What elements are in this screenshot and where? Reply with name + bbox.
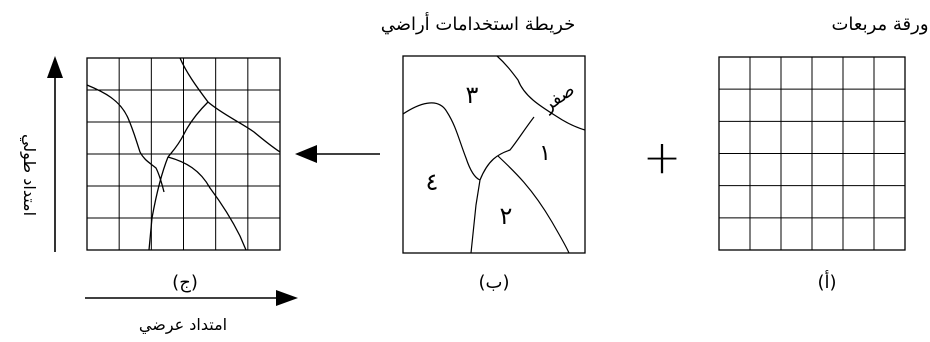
land-use-map: ٣ صفر ١ ٤ ٢ (402, 55, 586, 254)
zone-label-0: صفر (538, 79, 579, 116)
zone-label-2: ٢ (500, 202, 513, 230)
title-land-use-map: خريطة استخدامات أراضي (381, 12, 576, 35)
zone-label-1: ١ (539, 141, 551, 166)
boundary-line (402, 102, 481, 181)
vertical-axis-label: امتداد طولي (19, 134, 39, 216)
overlay-grid (86, 57, 281, 251)
boundary-line (496, 55, 586, 131)
title-grid-sheet: ورقة مربعات (831, 14, 928, 35)
boundary-line (179, 57, 281, 153)
grid-sheet (718, 56, 906, 251)
zone-label-4: ٤ (426, 168, 439, 196)
horizontal-axis-label: امتداد عرضي (139, 315, 227, 335)
left-arrow-icon (295, 145, 380, 163)
boundary-line (479, 116, 535, 181)
map-frame (402, 55, 586, 254)
label-a: (أ) (817, 270, 836, 293)
label-c: (ج) (172, 272, 198, 293)
boundary-line (470, 179, 481, 254)
boundary-line (148, 156, 169, 251)
boundary-line (167, 156, 247, 251)
boundary-line (86, 84, 165, 193)
plus-sign: + (643, 130, 682, 184)
zone-label-3: ٣ (466, 81, 479, 109)
label-b: (ب) (478, 272, 509, 293)
boundary-line (497, 155, 570, 254)
vertical-axis-arrow-icon (47, 56, 63, 252)
horizontal-axis-arrow-icon (85, 290, 298, 306)
boundary-line (167, 101, 209, 158)
overlay-boundaries (86, 57, 281, 251)
